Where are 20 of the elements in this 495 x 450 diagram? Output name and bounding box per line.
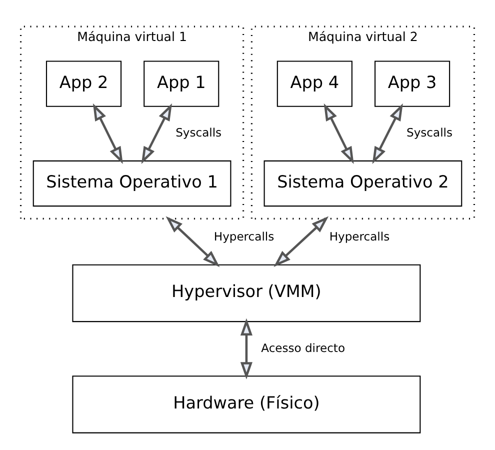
node-box: Hypervisor (VMM) bbox=[72, 264, 421, 322]
arrow bbox=[372, 102, 403, 164]
node-box: App 3 bbox=[374, 60, 450, 106]
node-box: App 4 bbox=[276, 60, 352, 106]
edge-label: Acesso directo bbox=[261, 340, 346, 354]
arrow bbox=[141, 102, 172, 164]
edge-label: Hypercalls bbox=[329, 229, 390, 244]
node-box: App 2 bbox=[46, 60, 122, 106]
edge-label: Syscalls bbox=[176, 125, 222, 140]
arrow bbox=[166, 216, 220, 267]
edge-label: Hypercalls bbox=[214, 229, 274, 244]
arrow bbox=[274, 216, 329, 267]
node-box: Hardware (Físico) bbox=[72, 375, 421, 433]
arrow bbox=[92, 102, 123, 164]
arrow bbox=[240, 318, 252, 379]
node-box: Sistema Operativo 2 bbox=[264, 160, 462, 206]
edge-label: Syscalls bbox=[406, 125, 453, 140]
node-box: App 1 bbox=[144, 60, 220, 106]
node-box: Sistema Operativo 1 bbox=[32, 160, 232, 206]
arrow bbox=[324, 102, 354, 164]
